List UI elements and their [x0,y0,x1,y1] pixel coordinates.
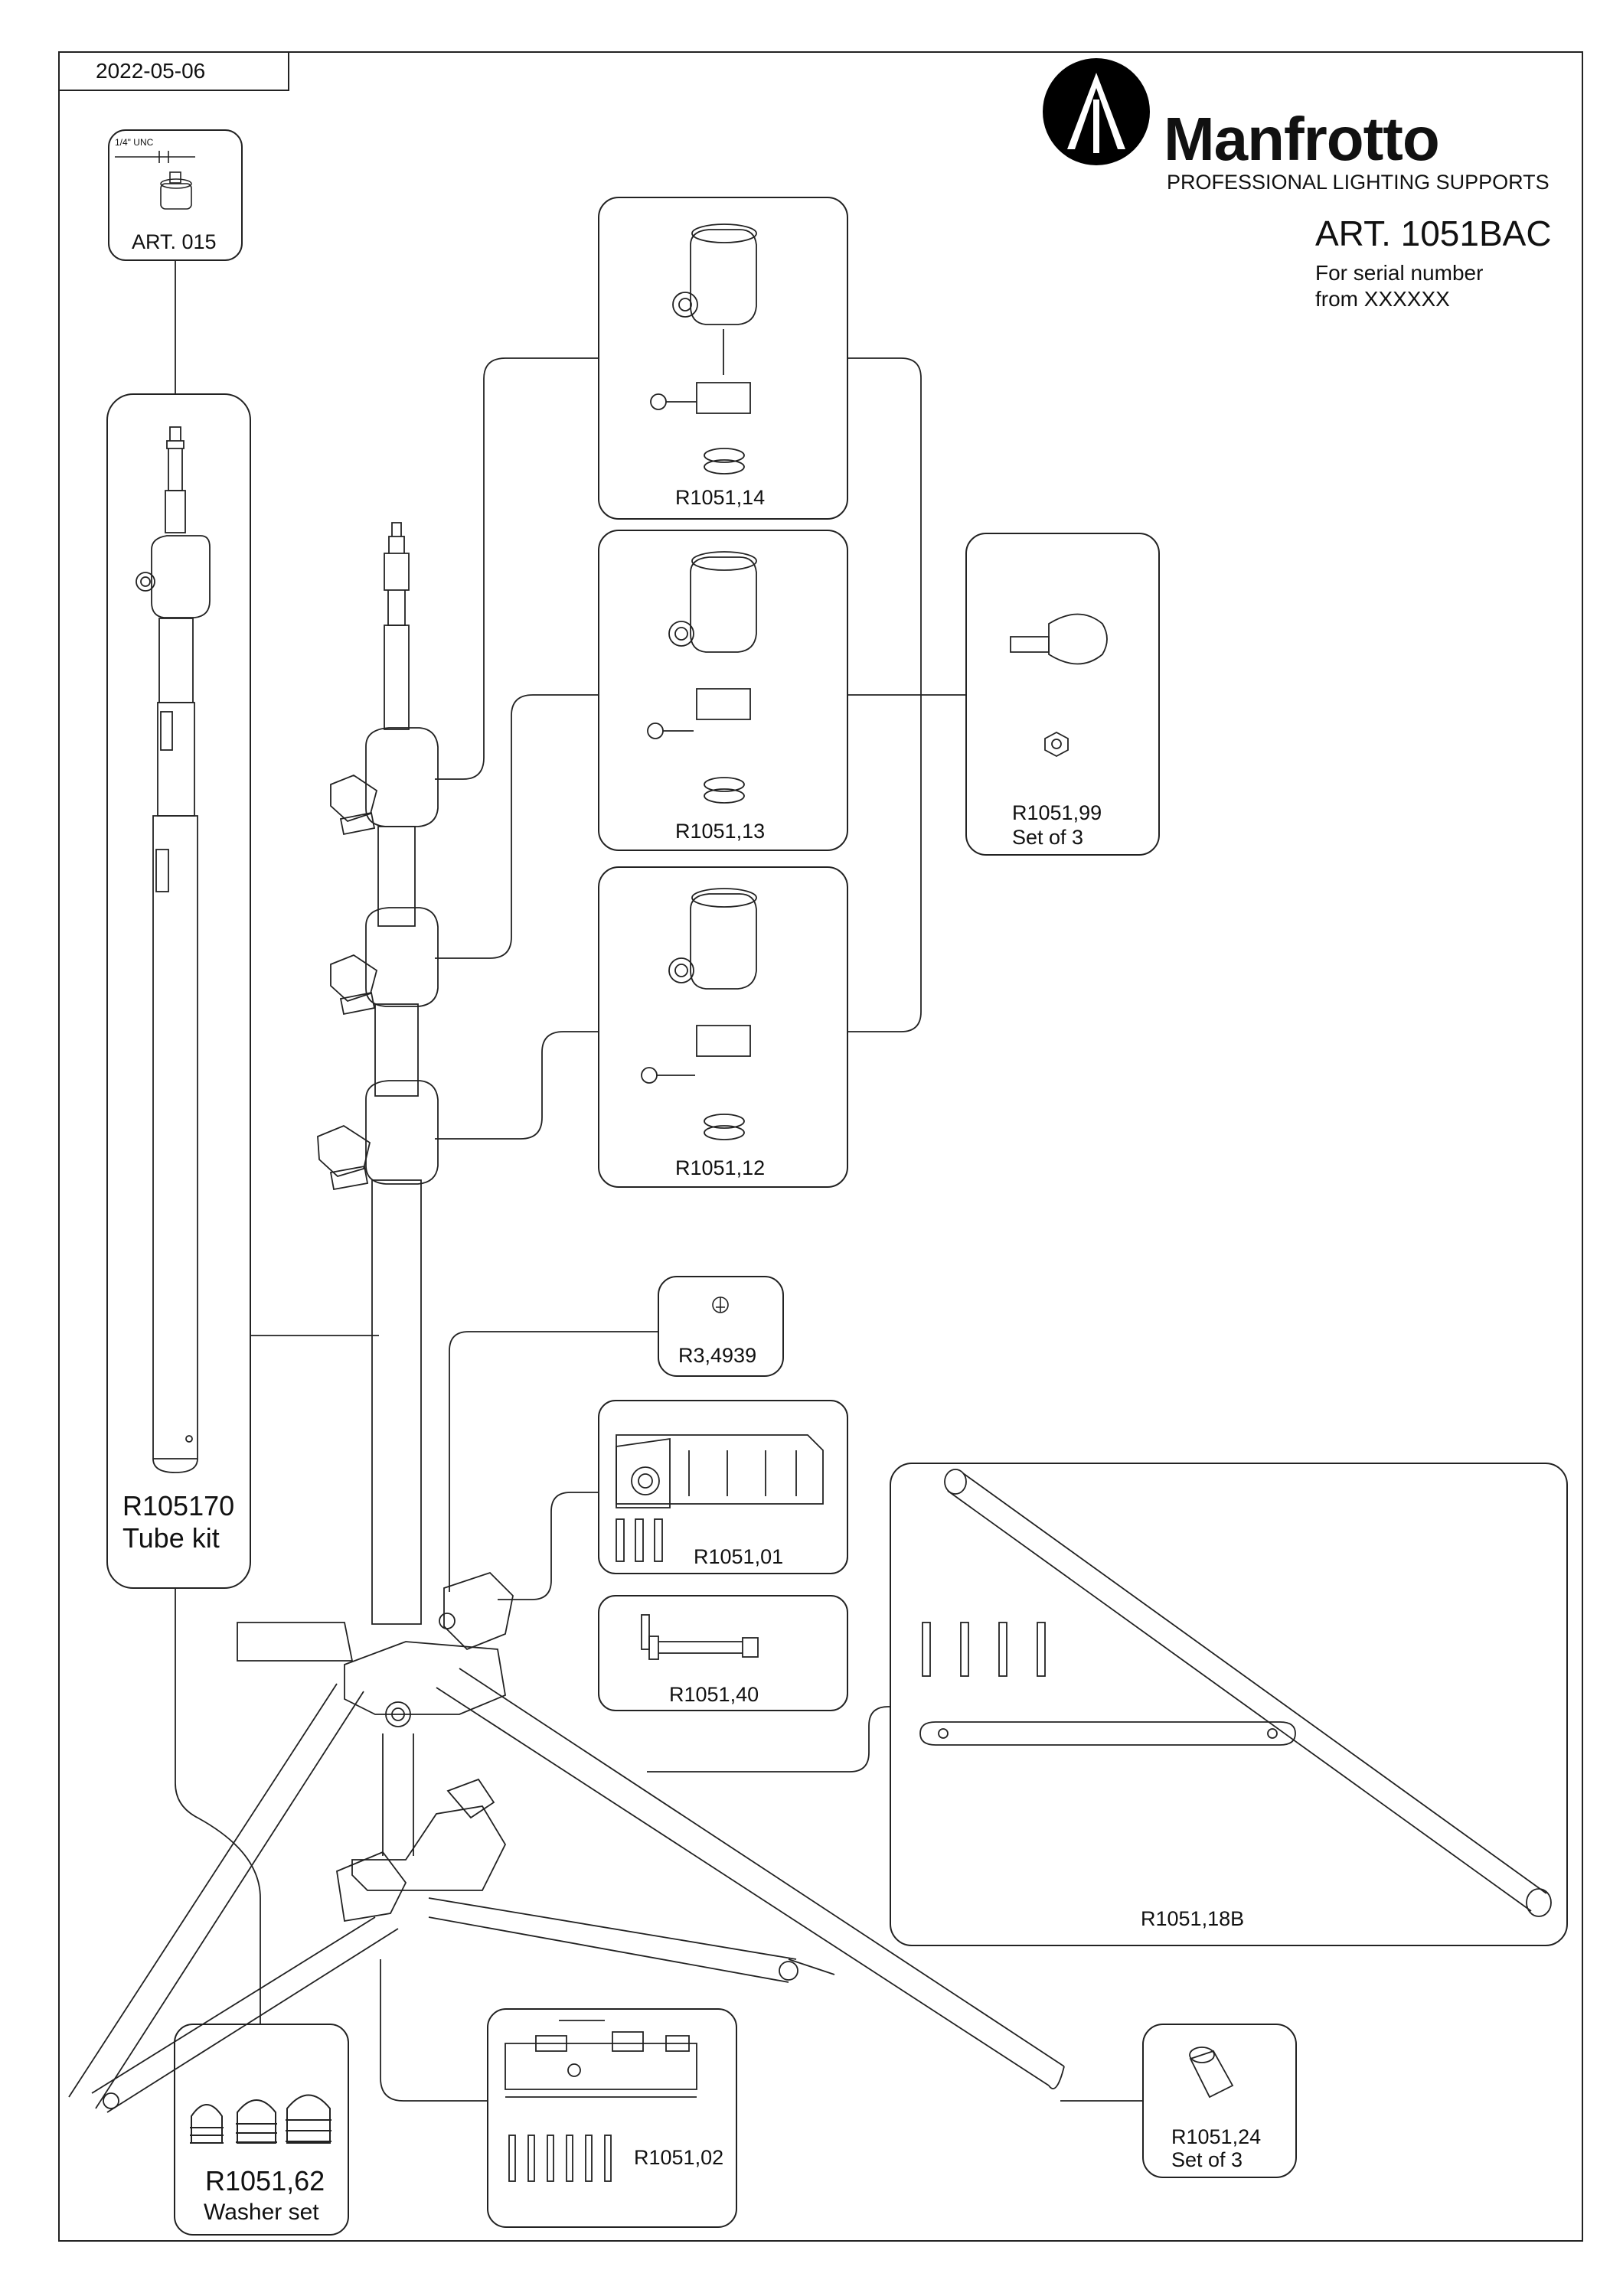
r1051-13-code: R1051,13 [675,820,766,843]
serial-line-2: from XXXXXX [1315,287,1450,311]
art015-thread-label: 1/4" UNC [115,137,154,148]
r105170-desc: Tube kit [122,1522,220,1554]
date-label: 2022-05-06 [96,59,206,83]
leader-lines [175,260,1143,2102]
knob-nut-drawing [1010,613,1108,758]
box-r1051-02 [487,2008,737,2228]
r105170-code: R105170 [122,1490,235,1521]
leg-brace-drawing [919,1469,1552,1917]
box-r1051-62 [174,2024,349,2236]
brand-wordmark: Manfrotto [1164,105,1440,173]
box-r1051-40 [598,1595,848,1711]
tube-kit-drawing [136,426,211,1473]
serial-line-1: For serial number [1315,261,1484,285]
light-stand-drawing [68,522,1065,2113]
r1051-24-code: R1051,24 [1171,2125,1262,2148]
brand-tagline: PROFESSIONAL LIGHTING SUPPORTS [1167,171,1550,194]
page-frame [58,51,1583,2242]
head-block-drawing [616,1434,824,1562]
article-number: ART. 1051BAC [1315,214,1552,253]
base-hub-drawing [505,2020,697,2182]
collar-assembly-13-drawing [647,551,757,804]
box-r3-4939 [658,1276,784,1377]
manfrotto-logo-icon [1043,58,1150,165]
bolt-drawing [641,1614,759,1660]
box-r1051-12 [598,866,848,1188]
date-box [58,51,289,91]
box-r1051-01 [598,1400,848,1574]
box-r1051-18b [890,1463,1568,1946]
box-r1051-99 [965,533,1160,856]
box-r105170 [106,393,251,1589]
r1051-14-code: R1051,14 [675,486,766,509]
r1051-99-desc: Set of 3 [1012,826,1084,849]
r1051-24-desc: Set of 3 [1171,2148,1243,2171]
r1051-12-code: R1051,12 [675,1156,766,1179]
washers-drawing [190,2094,331,2144]
r1051-18b-code: R1051,18B [1141,1907,1245,1930]
collar-assembly-12-drawing [641,888,757,1140]
r1051-02-code: R1051,02 [634,2146,724,2169]
collar-assembly-14-drawing [650,223,757,475]
spigot-art015-drawing [115,151,195,210]
foot-drawing [1189,2047,1234,2099]
box-r1051-13 [598,530,848,851]
r1051-99-code: R1051,99 [1012,801,1102,824]
art015-code: ART. 015 [132,230,217,253]
r1051-01-code: R1051,01 [694,1545,784,1568]
r1051-40-code: R1051,40 [669,1683,759,1706]
r3-4939-code: R3,4939 [678,1344,757,1367]
r1051-62-code: R1051,62 [205,2165,325,2197]
r1051-62-desc: Washer set [204,2200,319,2225]
screw-drawing [712,1296,729,1313]
